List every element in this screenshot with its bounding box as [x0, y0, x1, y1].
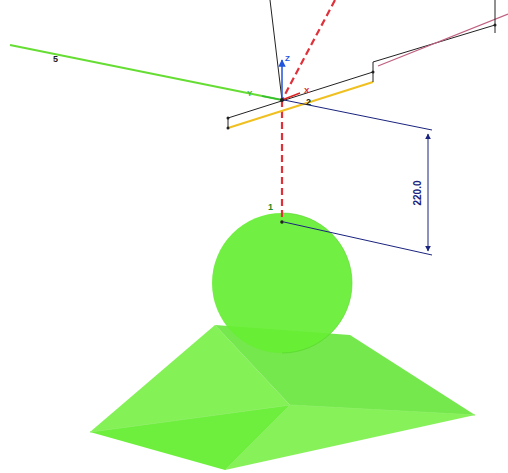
callout-number: 5 [53, 55, 58, 64]
dashed-member [282, 0, 335, 100]
callout-number: 2 [306, 98, 311, 107]
member-line [10, 45, 282, 100]
axis-label: X [304, 87, 309, 95]
rail-lines [227, 0, 508, 130]
sphere-support [212, 213, 352, 353]
dashed-member [281, 100, 283, 222]
axis-triad [262, 60, 300, 102]
axis-label: Y [247, 90, 252, 98]
callout-number: 1 [268, 203, 273, 212]
member-line [270, 0, 282, 100]
dimension-lines [284, 100, 432, 255]
node-point [280, 220, 284, 224]
axis-label: Z [285, 55, 290, 63]
dimension-text: 220.0 [413, 180, 423, 205]
